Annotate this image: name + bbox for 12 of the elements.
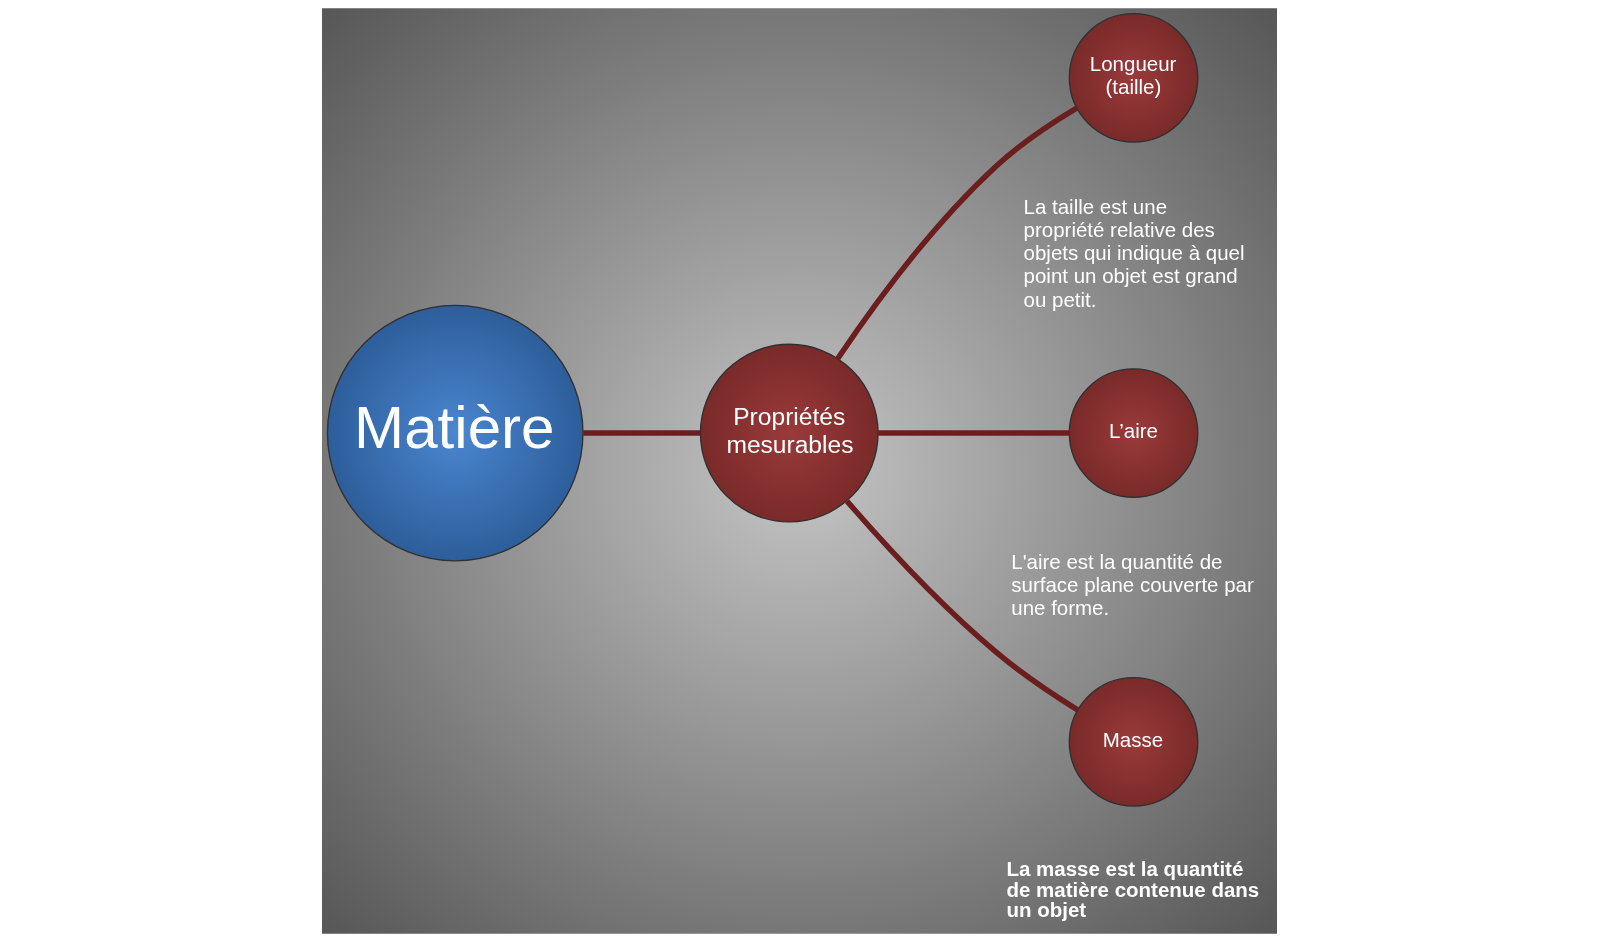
connector bbox=[583, 430, 701, 436]
node-label: La masse est la quantité de matière contenue dans un objet bbox=[1006, 857, 1260, 922]
node-circle: L’aire bbox=[1068, 368, 1199, 498]
node-circle: Longueur (taille) bbox=[1068, 12, 1199, 143]
node-circle: Propriétés mesurables bbox=[699, 343, 879, 523]
node-label: L'aire est la quantité de surface plane couverte par une forme. bbox=[1011, 550, 1254, 620]
node-circle: Matière bbox=[326, 304, 584, 562]
connector bbox=[878, 430, 1070, 436]
connector bbox=[835, 105, 1078, 361]
connector bbox=[844, 499, 1080, 713]
node-circle: Masse bbox=[1068, 676, 1199, 807]
node-label: La taille est une propriété relative des objets qui indique à quel point un objet est grand ou petit. bbox=[1023, 194, 1245, 311]
